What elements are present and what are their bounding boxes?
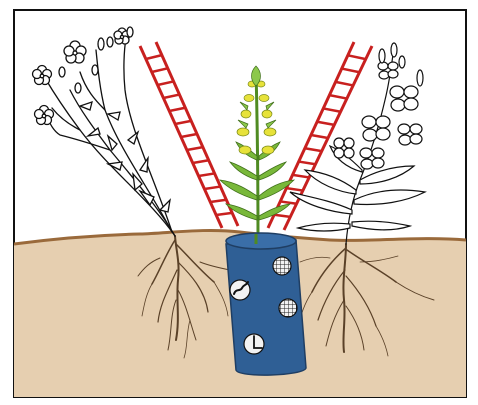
worm-window — [230, 280, 250, 300]
blue-root-cylinder — [226, 233, 306, 375]
mesh-window-middle — [279, 299, 297, 317]
hook-window — [244, 334, 264, 354]
mesh-window-top — [273, 257, 291, 275]
